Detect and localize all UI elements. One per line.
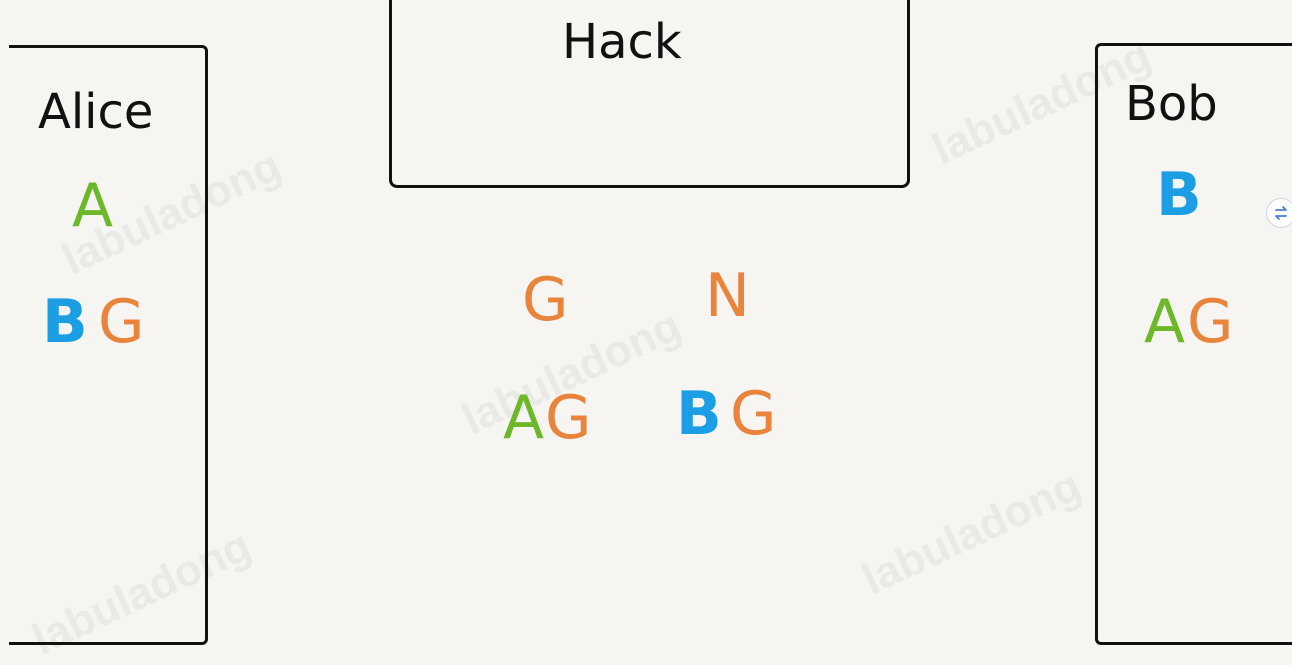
center-ag-letter-a: A [503,383,545,453]
swap-icon[interactable] [1266,198,1292,228]
center-bg-letter-b: B [676,379,722,449]
swap-icon-glyph [1275,206,1287,220]
alice-letter-g: G [98,287,145,357]
bob-letter-g: G [1187,287,1234,357]
alice-title: Alice [38,84,154,140]
hack-box [389,0,910,188]
hack-title: Hack [562,14,682,70]
alice-letter-a: A [72,171,114,241]
bob-title: Bob [1125,76,1218,132]
center-bg-letter-g: G [730,379,777,449]
bob-letter-b: B [1156,160,1202,230]
alice-box [9,45,208,645]
center-letter-g: G [522,265,569,335]
bob-letter-a: A [1144,287,1186,357]
watermark: labuladong [855,460,1089,605]
alice-letter-b: B [42,287,88,357]
center-letter-n: N [705,261,750,331]
center-ag-letter-g: G [545,383,592,453]
bob-box [1095,43,1292,645]
